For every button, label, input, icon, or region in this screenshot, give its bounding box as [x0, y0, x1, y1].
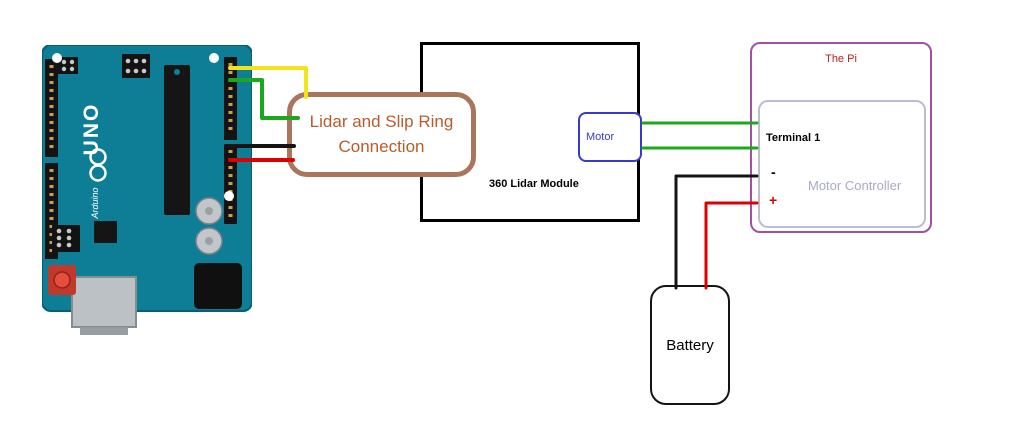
lidar-module-label: 360 Lidar Module	[489, 178, 579, 190]
pi-box: The Pi Terminal 1 - + Motor Controller	[750, 42, 932, 233]
battery-box: Battery	[650, 285, 730, 405]
motor-box: Motor	[578, 112, 642, 162]
reset-button	[48, 265, 76, 295]
motor-controller-box: Terminal 1 - + Motor Controller	[758, 100, 926, 228]
battery-label: Battery	[666, 336, 714, 354]
usb-port	[71, 276, 137, 335]
arduino-brand-label: Arduino	[90, 187, 100, 219]
capacitor	[195, 197, 223, 225]
motor-controller-label: Motor Controller	[808, 178, 902, 193]
microcontroller-chip	[164, 65, 190, 215]
minus-terminal-label: -	[771, 164, 776, 180]
icsp-header-bottom	[52, 225, 80, 252]
motor-label: Motor	[586, 131, 615, 143]
regulator-chip	[94, 221, 117, 243]
terminal-1-label: Terminal 1	[766, 132, 821, 144]
black-wire-battery-to-controller	[674, 174, 759, 290]
icsp-header-top-left	[58, 57, 78, 74]
capacitor	[195, 227, 223, 255]
mounting-holes	[52, 53, 234, 201]
connection-label: Lidar and Slip Ring Connection	[309, 111, 454, 156]
pi-label: The Pi	[825, 53, 857, 65]
uno-label: UNO	[80, 103, 103, 156]
icsp-header-top	[122, 54, 150, 78]
arduino-logo-icon	[89, 148, 107, 182]
power-jack	[194, 263, 242, 309]
plus-terminal-label: +	[769, 192, 778, 208]
connection-box: Lidar and Slip Ring Connection	[287, 92, 476, 177]
arduino-board: UNO Arduino	[41, 44, 253, 335]
